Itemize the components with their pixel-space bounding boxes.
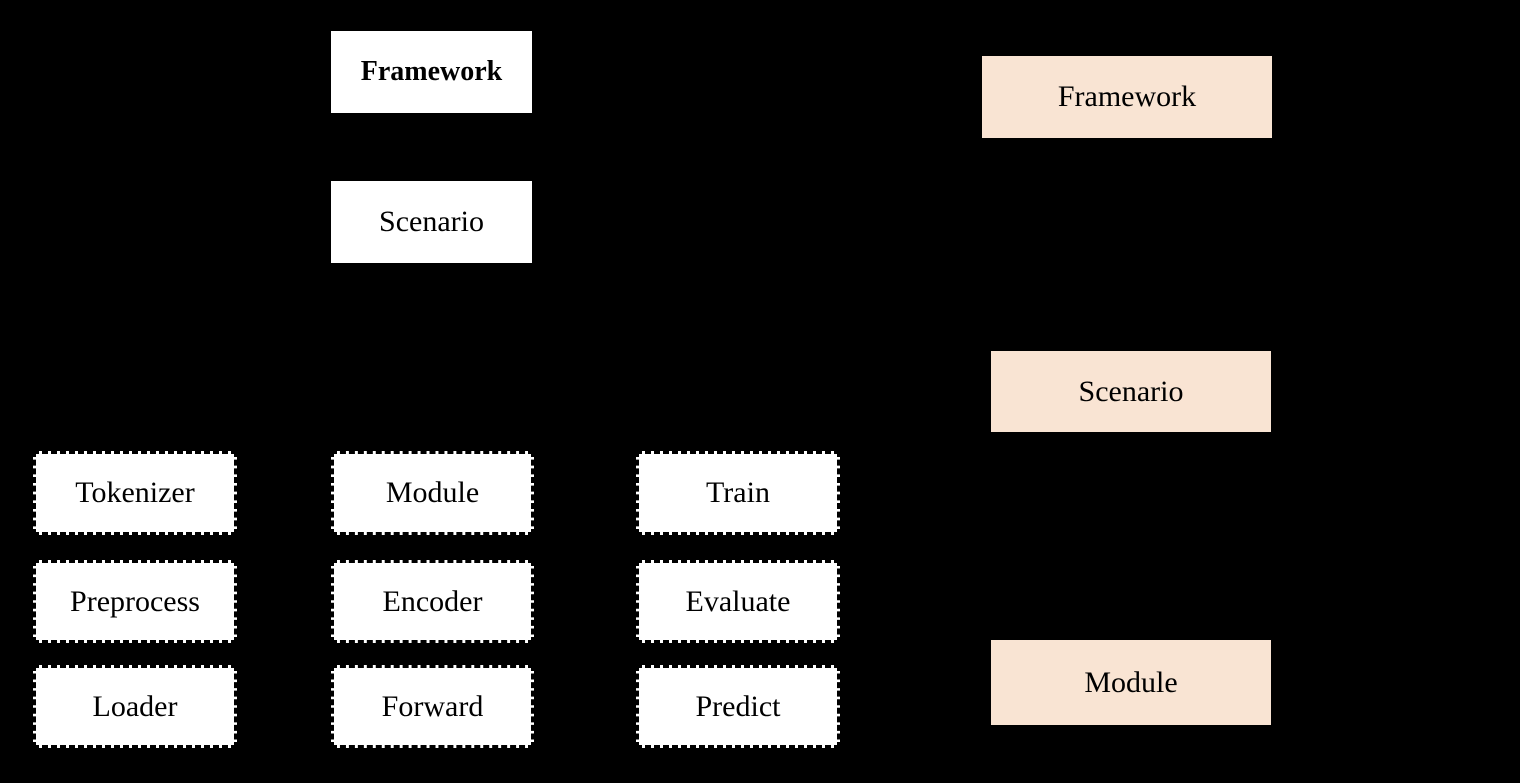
module-box-module: Module [331, 451, 534, 535]
left-framework-label: Framework [360, 56, 503, 87]
right-framework-box: Framework [982, 56, 1272, 138]
right-module-box: Module [991, 640, 1271, 725]
module-box-forward: Forward [331, 665, 534, 748]
module-box-label: Module [385, 476, 480, 509]
module-box-label: Evaluate [685, 584, 791, 618]
module-box-label: Encoder [382, 584, 483, 618]
module-box-label: Forward [381, 689, 484, 723]
right-framework-label: Framework [1057, 80, 1197, 113]
module-box-train: Train [636, 451, 840, 535]
module-box-preprocess: Preprocess [33, 560, 237, 643]
module-box-encoder: Encoder [331, 560, 534, 643]
module-box-loader: Loader [33, 665, 237, 748]
module-box-label: Loader [92, 689, 178, 723]
module-box-predict: Predict [636, 665, 840, 748]
right-scenario-label: Scenario [1078, 374, 1184, 408]
right-module-label: Module [1084, 665, 1178, 699]
left-scenario-box: Scenario [331, 181, 532, 263]
module-box-label: Tokenizer [75, 476, 195, 509]
right-scenario-box: Scenario [991, 351, 1271, 432]
left-framework-box: Framework [331, 31, 532, 113]
module-box-label: Preprocess [70, 584, 200, 618]
left-scenario-label: Scenario [379, 205, 484, 238]
module-box-label: Train [706, 476, 770, 509]
module-box-evaluate: Evaluate [636, 560, 840, 643]
module-box-label: Predict [695, 689, 781, 723]
module-box-tokenizer: Tokenizer [33, 451, 237, 535]
